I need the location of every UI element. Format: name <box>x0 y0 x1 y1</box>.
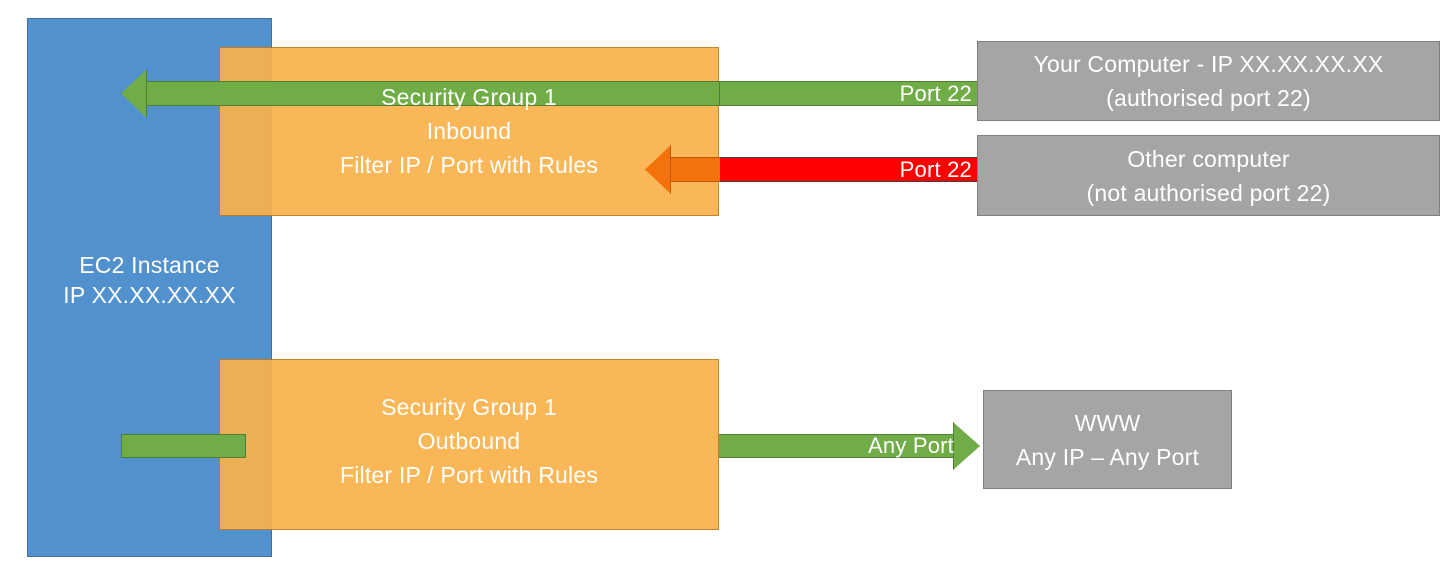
allowed-inbound-arrow-shaft <box>144 81 724 106</box>
other-computer-line2: (not authorised port 22) <box>1086 179 1331 206</box>
other-computer-line1: Other computer <box>1127 145 1290 172</box>
allowed-outbound-arrow-head-icon <box>953 422 980 470</box>
ec2-instance-name: EC2 Instance <box>79 252 220 278</box>
external-node-your-computer: Your Computer - IP XX.XX.XX.XX (authoris… <box>977 41 1440 121</box>
external-node-www: WWW Any IP – Any Port <box>983 390 1232 489</box>
allowed-outbound-arrow-shaft <box>719 434 954 458</box>
sg-outbound-title: Security Group 1 <box>381 394 557 420</box>
external-node-other-computer: Other computer (not authorised port 22) <box>977 135 1440 216</box>
security-group-inbound-label: Security Group 1 Inbound Filter IP / Por… <box>219 80 719 182</box>
www-line2: Any IP – Any Port <box>1015 443 1200 470</box>
sg-inbound-rule: Filter IP / Port with Rules <box>339 152 599 178</box>
www-line1: WWW <box>1074 409 1141 436</box>
your-computer-line2: (authorised port 22) <box>1106 85 1311 111</box>
sg-outbound-direction: Outbound <box>417 428 521 454</box>
ec2-instance-label: EC2 Instance IP XX.XX.XX.XX <box>27 250 272 310</box>
sg-inbound-direction: Inbound <box>426 118 512 144</box>
allowed-outbound-port-label: Any Port <box>868 433 954 458</box>
security-group-outbound-box <box>219 359 719 530</box>
blocked-inbound-arrow-shaft <box>668 157 720 182</box>
ec2-instance-ip: IP XX.XX.XX.XX <box>63 282 236 308</box>
allowed-inbound-port-label: Port 22 <box>899 81 972 106</box>
allowed-outbound-source-band <box>121 434 246 458</box>
security-group-outbound-label: Security Group 1 Outbound Filter IP / Po… <box>219 390 719 492</box>
sg-inbound-title: Security Group 1 <box>381 84 557 110</box>
blocked-inbound-port-label: Port 22 <box>899 157 972 182</box>
sg-outbound-rule: Filter IP / Port with Rules <box>339 462 599 488</box>
security-group-inbound-box <box>219 47 719 216</box>
your-computer-line1: Your Computer - IP XX.XX.XX.XX <box>1033 51 1384 77</box>
